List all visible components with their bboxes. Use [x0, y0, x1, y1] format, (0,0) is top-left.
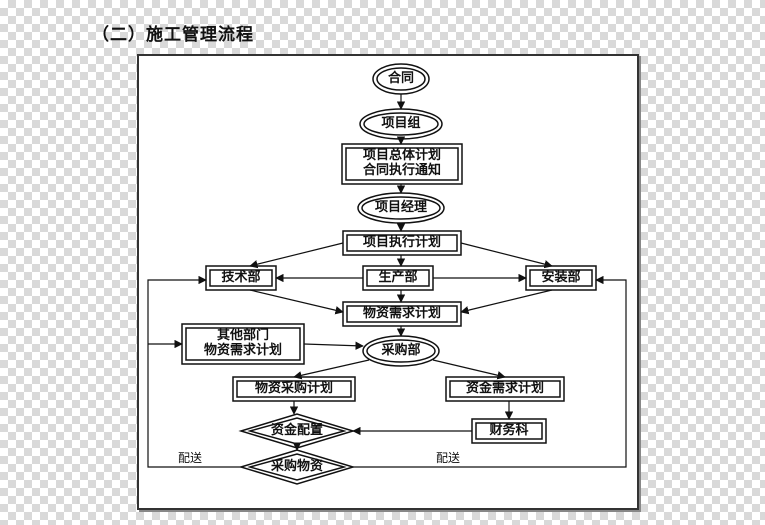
node-project-manager: 项目经理	[374, 199, 427, 215]
edge-install-demand	[460, 289, 553, 315]
node-material-demand: 物资需求计划	[362, 305, 441, 321]
node-overall-plan: 项目总体计划 合同执行通知	[362, 148, 441, 178]
edge-tech-demand	[249, 289, 344, 315]
edge-purchasing-fundplan	[432, 359, 506, 380]
node-tech-dept: 技术部	[221, 269, 261, 285]
edge-label-deliver-left: 配送	[177, 451, 202, 466]
node-finance: 财务科	[489, 422, 529, 438]
edge-execplan-install	[460, 242, 553, 269]
node-fund-allocation: 资金配置	[270, 422, 323, 438]
node-project-team: 项目组	[381, 115, 421, 131]
edge-deliver-right-loop	[353, 275, 627, 468]
node-purchasing: 采购部	[381, 342, 421, 358]
page-title: （二）施工管理流程	[92, 25, 254, 45]
node-contract: 合同	[387, 70, 414, 86]
node-production-dept: 生产部	[378, 269, 418, 285]
node-fund-demand: 资金需求计划	[465, 380, 544, 396]
node-material-purchase: 物资采购计划	[254, 380, 333, 396]
edge-label-deliver-right: 配送	[435, 451, 460, 466]
edge-otherdept-purchasing	[303, 341, 364, 350]
edge-purchasing-materialplan	[293, 359, 370, 380]
node-install-dept: 安装部	[541, 269, 581, 285]
edge-deliver-left-loop	[147, 275, 241, 468]
node-purchase-materials: 采购物资	[270, 458, 323, 474]
node-other-dept: 其他部门 物资需求计划	[203, 328, 282, 358]
node-execution-plan: 项目执行计划	[362, 234, 441, 250]
edge-execplan-tech	[249, 242, 344, 269]
